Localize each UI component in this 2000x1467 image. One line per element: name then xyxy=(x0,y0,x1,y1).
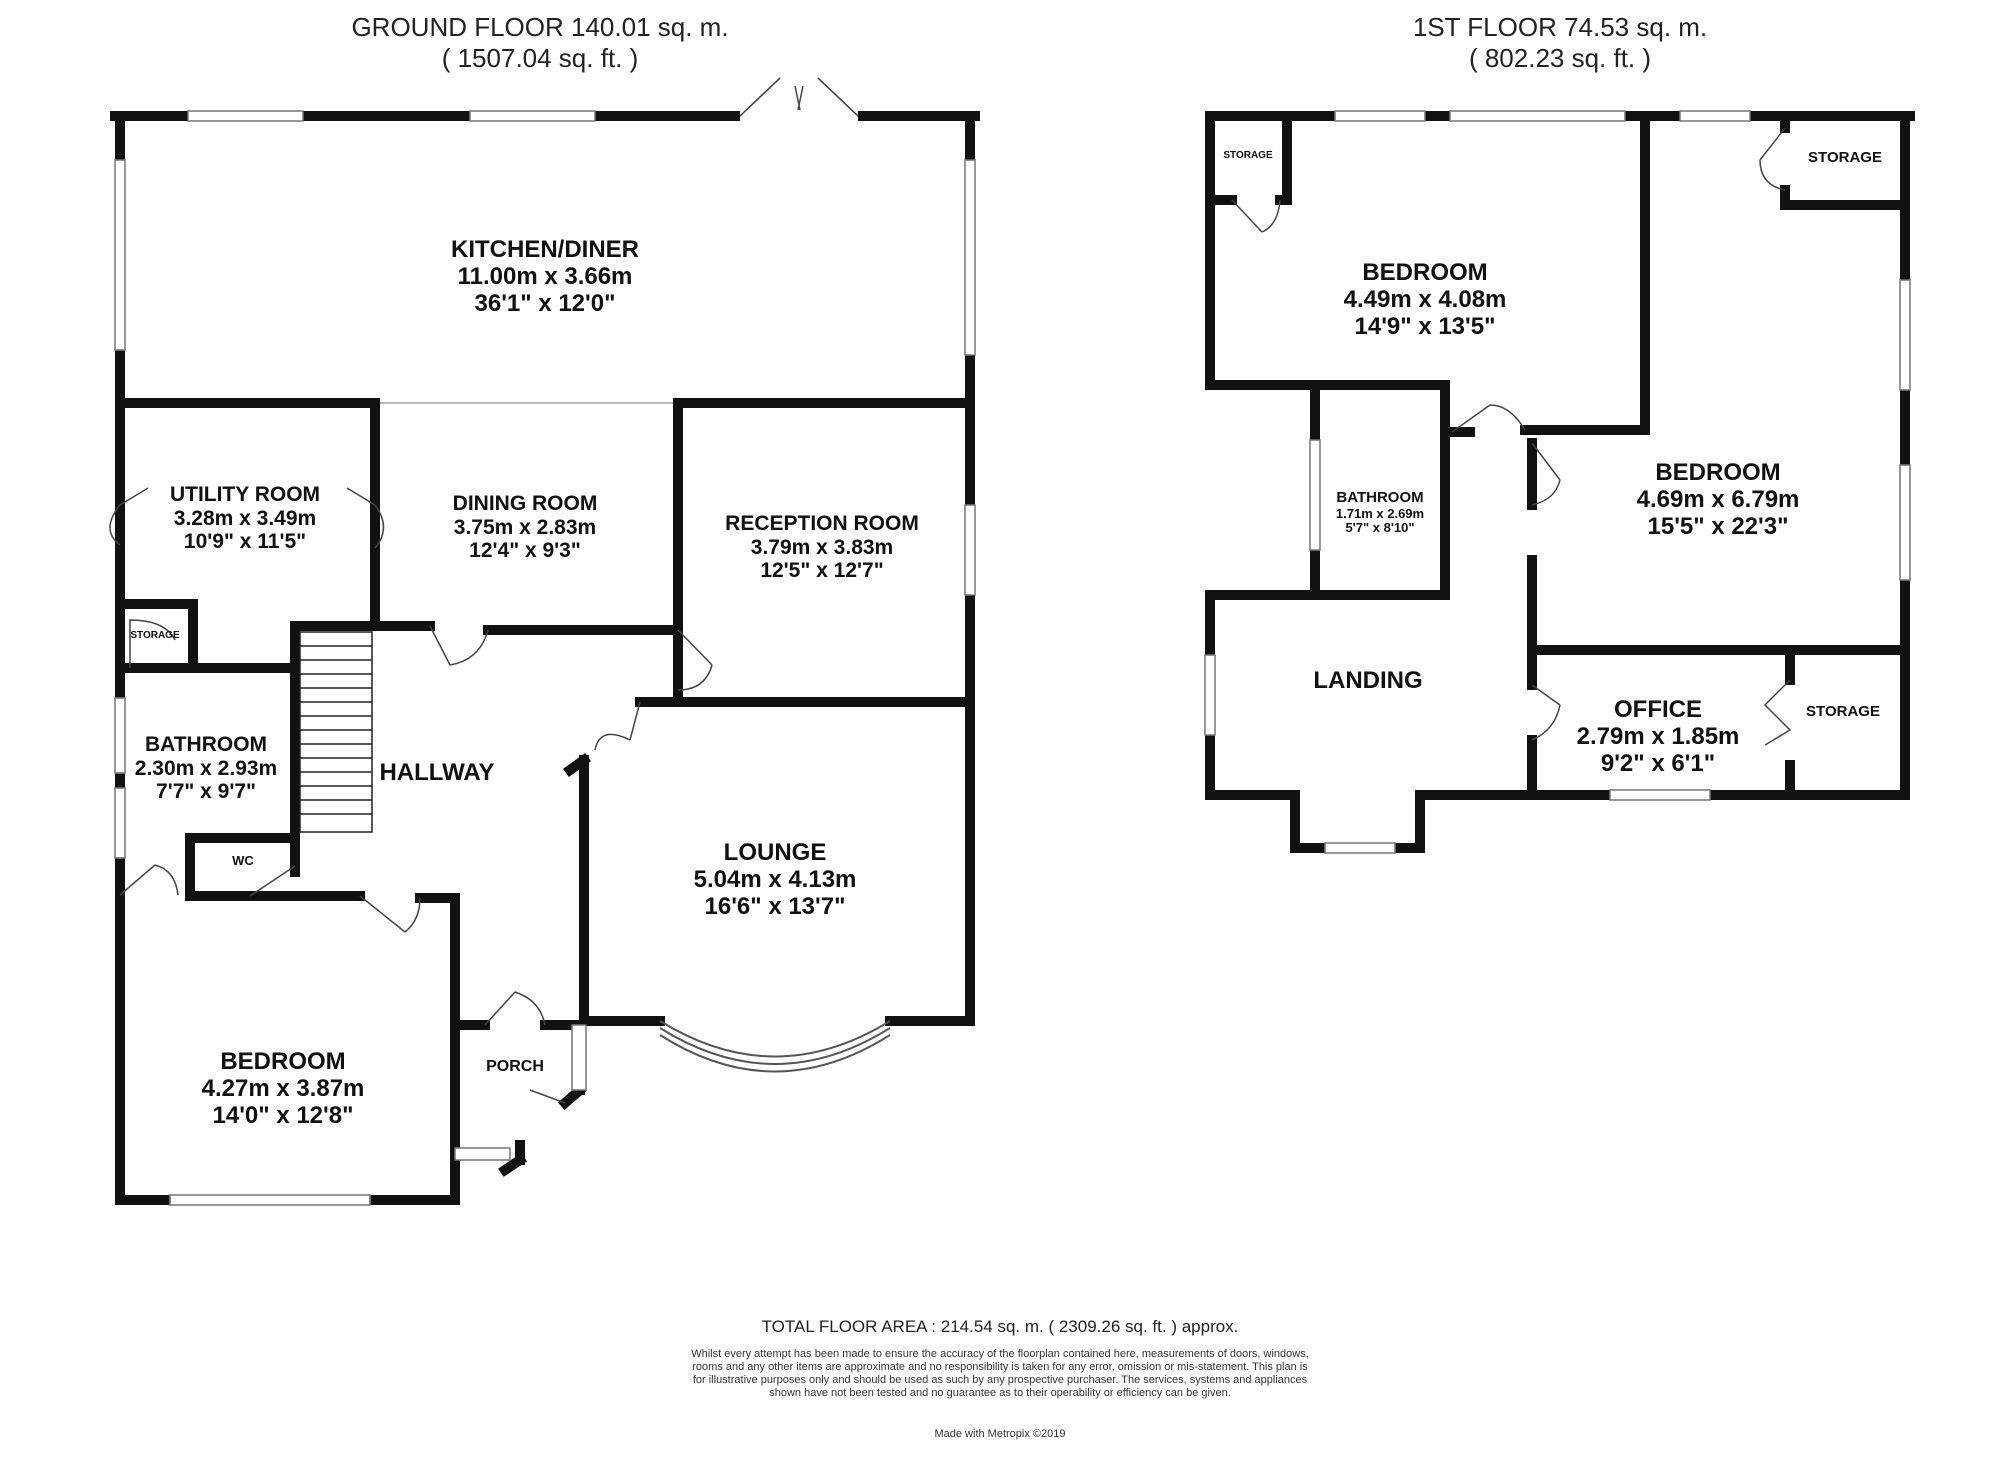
room-name: STORAGE xyxy=(1806,703,1880,720)
room-label-office: OFFICE 2.79m x 1.85m 9'2" x 6'1" xyxy=(1576,696,1740,778)
room-size-imperial: 36'1" x 12'0" xyxy=(474,289,616,317)
window xyxy=(169,1194,371,1206)
room-name: KITCHEN/DINER xyxy=(450,236,640,263)
room-label-lounge: LOUNGE 5.04m x 4.13m 16'6" x 13'7" xyxy=(693,839,857,921)
window xyxy=(114,159,126,351)
french-doors xyxy=(739,77,859,121)
bay-window xyxy=(659,1020,891,1073)
room-size-imperial: 5'7" x 8'10" xyxy=(1345,520,1415,536)
room-label-bathroom-first: BATHROOM 1.71m x 2.69m 5'7" x 8'10" xyxy=(1335,489,1425,536)
wall xyxy=(563,753,591,777)
room-label-storage-office: STORAGE xyxy=(1806,703,1880,721)
room-name: UTILITY ROOM xyxy=(169,483,321,506)
room-label-bedroom-large: BEDROOM 4.69m x 6.79m 15'5" x 22'3" xyxy=(1636,459,1800,541)
room-name: LANDING xyxy=(1313,667,1423,694)
room-name: PORCH xyxy=(486,1058,544,1075)
room-size-metric: 5.04m x 4.13m xyxy=(693,865,857,893)
room-label-storage: STORAGE xyxy=(130,630,179,641)
room-size-imperial: 14'0" x 12'8" xyxy=(212,1101,354,1129)
room-size-metric: 2.30m x 2.93m xyxy=(134,756,278,780)
window xyxy=(964,504,976,596)
room-label-bedroom-front: BEDROOM 4.49m x 4.08m 14'9" x 13'5" xyxy=(1343,259,1507,341)
room-size-metric: 2.79m x 1.85m xyxy=(1576,722,1740,750)
first-floor-windows xyxy=(1204,110,1911,854)
first-floor-title: 1ST FLOOR 74.53 sq. m. ( 802.23 sq. ft. … xyxy=(1310,12,1810,74)
room-label-porch: PORCH xyxy=(486,1058,544,1076)
room-size-imperial: 14'9" x 13'5" xyxy=(1354,312,1496,340)
ground-floor-doors xyxy=(109,487,713,1104)
window xyxy=(454,1147,511,1161)
room-name: WC xyxy=(232,853,254,868)
window xyxy=(1204,654,1216,736)
room-size-imperial: 7'7" x 9'7" xyxy=(156,780,256,804)
room-label-storage-top-right: STORAGE xyxy=(1808,149,1882,167)
room-name: STORAGE xyxy=(1808,149,1882,166)
room-name: BEDROOM xyxy=(1655,459,1781,486)
window xyxy=(1309,439,1321,551)
room-size-metric: 3.79m x 3.83m xyxy=(750,535,894,559)
made-with-credit: Made with Metropix ©2019 xyxy=(934,1428,1066,1440)
ground-floor-windows xyxy=(114,110,976,1206)
room-size-metric: 3.75m x 2.83m xyxy=(453,515,597,539)
room-label-storage-top-left: STORAGE xyxy=(1223,150,1272,161)
room-size-imperial: 12'4" x 9'3" xyxy=(469,539,581,563)
room-name: HALLWAY xyxy=(379,759,495,786)
total-floor-area: TOTAL FLOOR AREA : 214.54 sq. m. ( 2309.… xyxy=(761,1317,1239,1336)
ground-floor-area-sqft: ( 1507.04 sq. ft. ) xyxy=(441,43,639,73)
first-floor-doors xyxy=(1231,127,1790,765)
room-name: BEDROOM xyxy=(220,1048,346,1075)
wall xyxy=(498,1153,527,1177)
disclaimer-text: Whilst every attempt has been made to en… xyxy=(691,1348,1309,1399)
room-name: BATHROOM xyxy=(1336,489,1424,506)
room-size-imperial: 15'5" x 22'3" xyxy=(1647,512,1789,540)
window xyxy=(1899,464,1911,581)
room-label-bedroom-ground: BEDROOM 4.27m x 3.87m 14'0" x 12'8" xyxy=(201,1048,365,1130)
window xyxy=(114,787,126,859)
room-name: STORAGE xyxy=(1223,150,1273,161)
room-label-wc: WC xyxy=(232,853,254,869)
room-label-kitchen-diner: KITCHEN/DINER 11.00m x 3.66m 36'1" x 12'… xyxy=(450,236,640,318)
window xyxy=(469,110,596,122)
first-floor-area-sqft: ( 802.23 sq. ft. ) xyxy=(1468,43,1652,73)
wall xyxy=(557,1082,588,1111)
room-label-hallway: HALLWAY xyxy=(379,759,495,787)
room-size-metric: 4.27m x 3.87m xyxy=(201,1074,365,1102)
ground-floor-area: GROUND FLOOR 140.01 sq. m. xyxy=(351,12,729,42)
window xyxy=(187,110,304,122)
room-label-dining-room: DINING ROOM 3.75m x 2.83m 12'4" x 9'3" xyxy=(453,492,598,563)
room-name: LOUNGE xyxy=(723,839,827,866)
staircase xyxy=(299,631,373,833)
window xyxy=(1899,279,1911,391)
first-floor-area: 1ST FLOOR 74.53 sq. m. xyxy=(1412,12,1708,42)
window xyxy=(1609,789,1711,801)
room-name: RECEPTION ROOM xyxy=(725,512,919,535)
room-label-landing: LANDING xyxy=(1313,667,1423,695)
window xyxy=(964,159,976,356)
room-size-metric: 11.00m x 3.66m xyxy=(457,262,633,290)
room-size-imperial: 9'2" x 6'1" xyxy=(1600,749,1716,777)
window xyxy=(571,1024,587,1091)
room-name: BEDROOM xyxy=(1362,259,1488,286)
window xyxy=(1334,110,1426,122)
room-size-metric: 3.28m x 3.49m xyxy=(173,506,317,530)
room-label-utility-room: UTILITY ROOM 3.28m x 3.49m 10'9" x 11'5" xyxy=(170,483,320,554)
room-size-imperial: 16'6" x 13'7" xyxy=(704,892,846,920)
window xyxy=(1679,110,1751,122)
window xyxy=(1449,110,1626,122)
window xyxy=(114,697,126,774)
room-name: OFFICE xyxy=(1613,696,1702,723)
room-name: DINING ROOM xyxy=(452,492,598,515)
room-size-imperial: 10'9" x 11'5" xyxy=(183,530,307,554)
room-name: STORAGE xyxy=(130,630,180,641)
room-size-metric: 1.71m x 2.69m xyxy=(1335,505,1425,521)
room-size-imperial: 12'5" x 12'7" xyxy=(760,559,884,583)
room-size-metric: 4.69m x 6.79m xyxy=(1636,485,1800,513)
room-label-reception-room: RECEPTION ROOM 3.79m x 3.83m 12'5" x 12'… xyxy=(725,512,919,583)
room-size-metric: 4.49m x 4.08m xyxy=(1343,285,1507,313)
window xyxy=(1324,842,1396,854)
room-name: BATHROOM xyxy=(144,733,268,756)
ground-floor-title: GROUND FLOOR 140.01 sq. m. ( 1507.04 sq.… xyxy=(290,12,790,74)
room-label-bathroom: BATHROOM 2.30m x 2.93m 7'7" x 9'7" xyxy=(135,733,277,804)
